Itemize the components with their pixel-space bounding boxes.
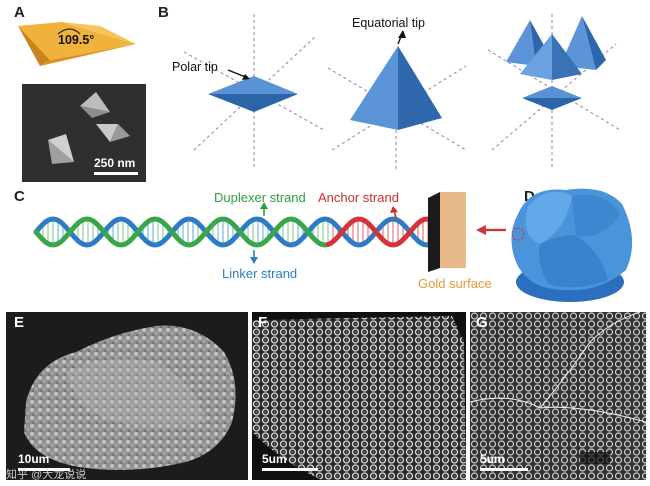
watermark: 知乎 @大龙说说 [6, 469, 87, 481]
scalebar-a [94, 172, 138, 175]
scalebar-label-f: 5um [262, 452, 287, 466]
scalebar-label-a: 250 nm [94, 156, 136, 170]
scalebar-g [480, 468, 528, 471]
scalebar-f [262, 468, 318, 471]
sem-image-a: 250 nm [22, 84, 146, 182]
scalebar-label-g: 5um [480, 452, 505, 466]
sem-image-e: E 10um [6, 312, 248, 480]
scalebar-label-e: 10um [18, 452, 50, 466]
duplexer-strand-label: Duplexer strand [214, 190, 306, 205]
gold-surface-label: Gold surface [418, 276, 492, 291]
sem-image-g: G 5um [470, 312, 646, 480]
linker-strand-label: Linker strand [222, 266, 298, 281]
panel-label-a: A [14, 4, 25, 21]
anchor-strand-label: Anchor strand [318, 190, 399, 205]
polar-tip-label: Polar tip [172, 60, 218, 74]
panel-label-g: G [476, 314, 488, 331]
angle-label: 109.5° [58, 33, 95, 47]
panel-label-d: D [524, 188, 535, 205]
panel-label-c: C [14, 188, 25, 205]
scalebar-e [18, 468, 70, 471]
panel-label-f: F [258, 314, 268, 331]
equatorial-tip-label: Equatorial tip [352, 16, 425, 30]
sem-image-f: F 5um [252, 312, 466, 480]
panel-label-e: E [14, 314, 25, 331]
panel-label-b: B [158, 4, 169, 21]
